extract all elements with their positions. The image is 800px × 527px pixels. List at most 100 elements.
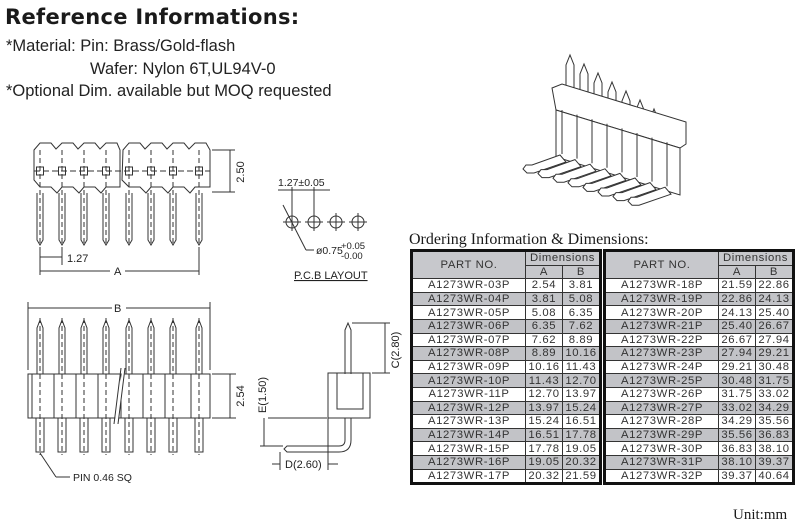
cell-a: 15.24 bbox=[525, 414, 563, 429]
cell-a: 10.16 bbox=[525, 359, 563, 375]
iso-pin-bent bbox=[552, 163, 597, 183]
cell-part: A1273WR-12P bbox=[411, 400, 526, 416]
ordering-title: Ordering Information & Dimensions: bbox=[409, 231, 649, 248]
page-title: Reference Informations: bbox=[5, 5, 300, 29]
cell-b: 30.48 bbox=[755, 359, 794, 375]
cell-a: 34.29 bbox=[718, 414, 756, 429]
front-width-label: B bbox=[114, 303, 121, 315]
pin bbox=[102, 193, 110, 246]
cell-a: 21.59 bbox=[718, 278, 756, 293]
cell-a: 7.62 bbox=[525, 332, 563, 348]
iso-housing-front bbox=[555, 109, 681, 196]
cell-a: 36.83 bbox=[718, 441, 756, 456]
pin bbox=[36, 193, 44, 246]
cell-b: 36.83 bbox=[755, 427, 794, 443]
cell-b: 29.21 bbox=[755, 346, 794, 361]
pcb-caption: P.C.B LAYOUT bbox=[294, 270, 368, 282]
cell-part: A1273WR-09P bbox=[411, 359, 526, 375]
cell-b: 11.43 bbox=[562, 359, 601, 375]
pin-size-label: PIN 0.46 SQ bbox=[73, 472, 132, 484]
iso-pin-bent bbox=[567, 168, 612, 188]
cell-b: 21.59 bbox=[562, 468, 601, 485]
cell-a: 13.97 bbox=[525, 400, 563, 416]
top-height-label: 2.50 bbox=[235, 161, 247, 182]
cell-b: 34.29 bbox=[755, 400, 794, 416]
cell-a: 11.43 bbox=[525, 373, 563, 388]
cell-part: A1273WR-23P bbox=[604, 346, 719, 361]
pin bbox=[169, 193, 177, 246]
col-part-header: PART NO. bbox=[604, 249, 719, 280]
cell-part: A1273WR-21P bbox=[604, 318, 719, 334]
col-a-header: A bbox=[525, 264, 563, 280]
cell-part: A1273WR-24P bbox=[604, 359, 719, 375]
pin bbox=[195, 193, 203, 246]
cell-part: A1273WR-10P bbox=[411, 373, 526, 388]
side-view-drawing bbox=[260, 321, 390, 470]
top-pitch-label: 1.27 bbox=[67, 253, 88, 265]
cell-part: A1273WR-18P bbox=[604, 278, 719, 293]
cell-a: 6.35 bbox=[525, 318, 563, 334]
pin bbox=[58, 193, 66, 246]
cell-part: A1273WR-19P bbox=[604, 291, 719, 307]
cell-part: A1273WR-14P bbox=[411, 427, 526, 443]
cell-a: 25.40 bbox=[718, 318, 756, 334]
cell-a: 29.21 bbox=[718, 359, 756, 375]
cell-a: 35.56 bbox=[718, 427, 756, 443]
col-dims-header: Dimensions bbox=[718, 250, 794, 266]
cell-part: A1273WR-07P bbox=[411, 332, 526, 348]
cell-b: 40.64 bbox=[755, 468, 794, 485]
side-e-label: E(1.50) bbox=[257, 377, 269, 413]
cell-a: 26.67 bbox=[718, 332, 756, 348]
cell-b: 22.86 bbox=[755, 278, 794, 293]
material-line: *Material: Pin: Brass/Gold-flash bbox=[6, 37, 236, 55]
cell-a: 16.51 bbox=[525, 427, 563, 443]
pin bbox=[80, 193, 88, 246]
cell-part: A1273WR-05P bbox=[411, 305, 526, 320]
cell-part: A1273WR-26P bbox=[604, 386, 719, 402]
cell-b: 3.81 bbox=[562, 278, 601, 293]
iso-pin-bent bbox=[597, 177, 642, 197]
iso-pin-bent bbox=[627, 186, 672, 206]
cell-part: A1273WR-03P bbox=[411, 278, 526, 293]
cell-a: 22.86 bbox=[718, 291, 756, 307]
cell-b: 39.37 bbox=[755, 454, 794, 470]
cell-a: 33.02 bbox=[718, 400, 756, 416]
pin bbox=[147, 193, 155, 246]
cell-b: 16.51 bbox=[562, 414, 601, 429]
pcb-tol-minus: -0.00 bbox=[341, 251, 363, 262]
cell-part: A1273WR-30P bbox=[604, 441, 719, 456]
cell-a: 27.94 bbox=[718, 346, 756, 361]
cell-a: 30.48 bbox=[718, 373, 756, 388]
cell-a: 31.75 bbox=[718, 386, 756, 402]
cell-part: A1273WR-04P bbox=[411, 291, 526, 307]
cell-a: 24.13 bbox=[718, 305, 756, 320]
pcb-tol-plus: +0.05 bbox=[341, 241, 365, 252]
col-b-header: B bbox=[562, 264, 601, 280]
front-view-drawing bbox=[27, 302, 236, 478]
cell-part: A1273WR-20P bbox=[604, 305, 719, 320]
side-d-label: D(2.60) bbox=[285, 459, 322, 471]
cell-b: 7.62 bbox=[562, 318, 601, 334]
iso-pin-bent bbox=[537, 159, 582, 179]
